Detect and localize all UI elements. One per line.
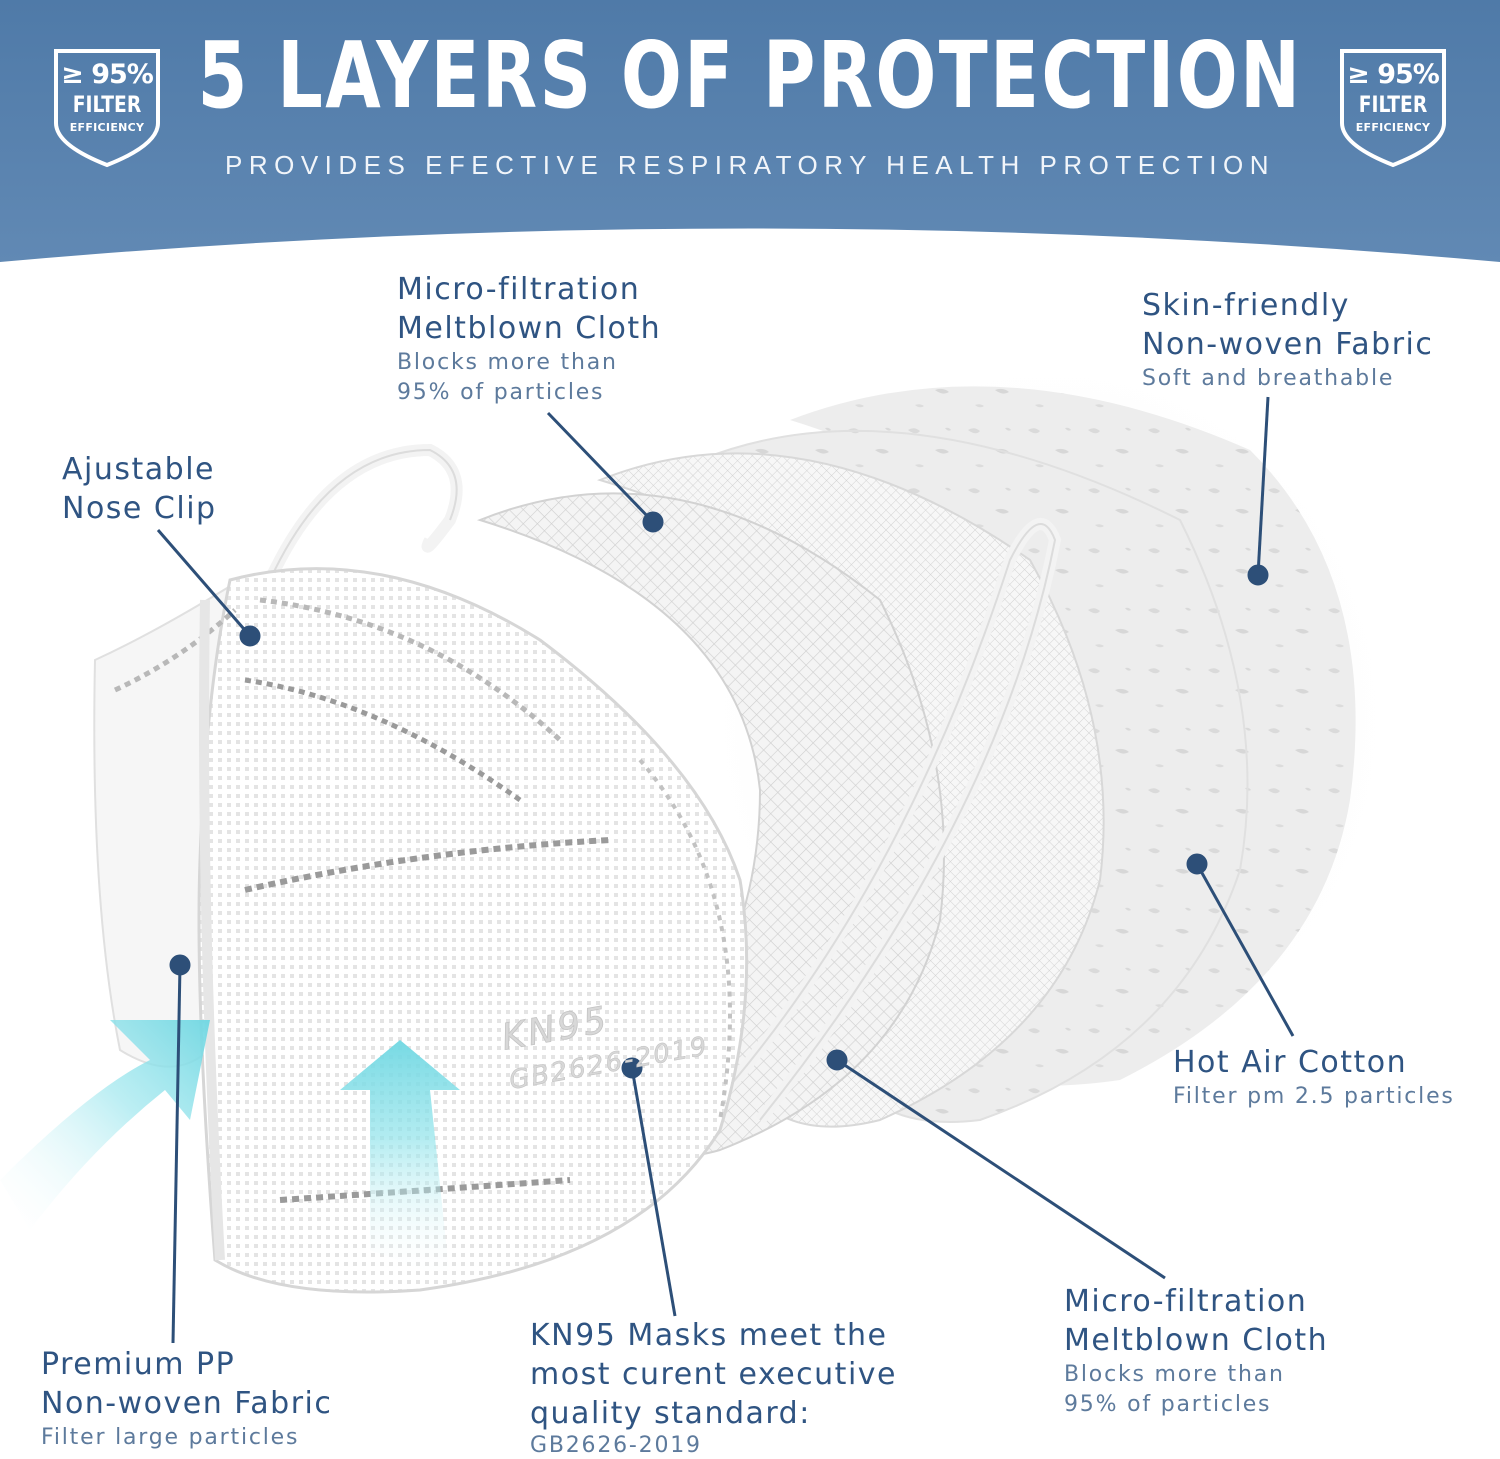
callout-title-line: Meltblown Cloth: [1064, 1323, 1329, 1358]
callout-kn95-standard: KN95 Masks meet the most curent executiv…: [530, 1316, 897, 1459]
callout-title-line: Skin-friendly: [1142, 288, 1350, 323]
callout-skin-friendly: Skin-friendly Non-woven Fabric Soft and …: [1142, 286, 1433, 394]
page-subtitle: PROVIDES EFECTIVE RESPIRATORY HEALTH PRO…: [224, 150, 1276, 180]
airflow-arrow-side: [0, 1020, 210, 1230]
callout-premium-pp: Premium PP Non-woven Fabric Filter large…: [41, 1345, 332, 1453]
layer-meltblown-front: [476, 492, 945, 1158]
callout-micro-filtration-top: Micro-filtration Meltblown Cloth Blocks …: [397, 270, 661, 408]
callout-desc-line: 95% of particles: [397, 380, 605, 405]
callout-desc-line: Filter large particles: [41, 1425, 300, 1450]
badge-efficiency: EFFICIENCY: [69, 121, 145, 134]
callout-title-line: Micro-filtration: [1064, 1284, 1308, 1319]
badge-percent: ≥ 95%: [61, 59, 154, 90]
callout-title-line: KN95 Masks meet the: [530, 1318, 888, 1353]
badge-filter: FILTER: [1358, 93, 1428, 118]
mask-front-panel: [197, 567, 749, 1294]
callout-micro-filtration-bottom: Micro-filtration Meltblown Cloth Blocks …: [1064, 1282, 1328, 1420]
callout-desc-line: Filter pm 2.5 particles: [1173, 1084, 1455, 1109]
callout-desc-line: Blocks more than: [397, 350, 618, 375]
callout-title-line: Non-woven Fabric: [1142, 327, 1434, 362]
badge-efficiency: EFFICIENCY: [1355, 121, 1431, 134]
callout-title-line: Meltblown Cloth: [397, 311, 662, 346]
callout-title-line: Hot Air Cotton: [1173, 1045, 1408, 1080]
callout-desc-line: Blocks more than: [1064, 1362, 1285, 1387]
airflow-arrow-front: [340, 1040, 460, 1280]
callout-leaders: [156, 396, 1295, 1344]
filter-badge-right: ≥ 95% FILTER EFFICIENCY: [1338, 45, 1448, 170]
shield-icon: [54, 49, 160, 168]
shield-icon: [1340, 49, 1446, 168]
badge-filter: FILTER: [72, 93, 142, 118]
header-band: [0, 0, 1500, 262]
callout-hot-air-cotton: Hot Air Cotton Filter pm 2.5 particles: [1173, 1043, 1455, 1112]
callout-title-line: Non-woven Fabric: [41, 1386, 333, 1421]
ear-loop-top: [264, 443, 463, 583]
filter-badge-left: ≥ 95% FILTER EFFICIENCY: [52, 45, 162, 170]
callout-title-line: quality standard:: [530, 1396, 811, 1431]
callout-title-line: Nose Clip: [62, 491, 217, 526]
callout-title-line: Premium PP: [41, 1347, 236, 1382]
badge-percent: ≥ 95%: [1347, 59, 1440, 90]
page-title: 5 LAYERS OF PROTECTION: [197, 22, 1303, 129]
callout-desc-line: 95% of particles: [1064, 1392, 1272, 1417]
callout-desc-line: Soft and breathable: [1142, 366, 1395, 391]
callout-title-line: Micro-filtration: [397, 272, 641, 307]
callout-desc-line: GB2626-2019: [530, 1433, 702, 1458]
callout-title-line: Ajustable: [62, 452, 215, 487]
callout-nose-clip: Ajustable Nose Clip: [62, 450, 217, 528]
callout-title-line: most curent executive: [530, 1357, 897, 1392]
